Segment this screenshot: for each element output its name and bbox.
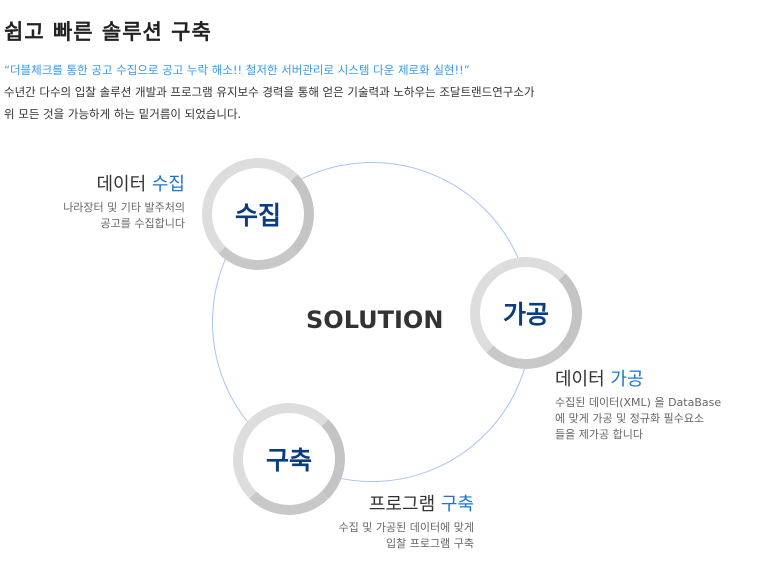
ring-build: 구축 [233, 403, 345, 515]
step-heading: 프로그램 구축 [339, 490, 474, 516]
step-desc: 나라장터 및 기타 발주처의 [63, 201, 185, 214]
heading-text: 데이터 [96, 174, 147, 195]
step-desc: 입찰 프로그램 구축 [386, 537, 474, 550]
step-process: 데이터 가공 수집된 데이터(XML) 을 DataBase 에 맞게 가공 및… [555, 365, 721, 443]
step-desc: 들을 제가공 합니다 [555, 428, 643, 441]
heading-accent: 수집 [151, 174, 185, 195]
step-desc: 수집 및 가공된 데이터에 맞게 [338, 521, 474, 534]
step-heading: 데이터 가공 [555, 365, 721, 391]
step-desc: 에 맞게 가공 및 정규화 필수요소 [555, 412, 705, 425]
step-desc: 공고를 수집합니다 [100, 217, 185, 230]
page-title: 쉽고 빠른 솔루션 구축 [4, 20, 212, 44]
solution-label: SOLUTION [306, 306, 444, 334]
description-line: 수년간 다수의 입찰 솔루션 개발과 프로그램 유지보수 경력을 통해 얻은 기… [4, 85, 535, 99]
step-build: 프로그램 구축 수집 및 가공된 데이터에 맞게 입찰 프로그램 구축 [339, 490, 474, 552]
ring-process: 가공 [470, 257, 582, 369]
description-line: 위 모든 것을 가능하게 하는 밑거름이 되었습니다. [4, 107, 242, 121]
heading-text: 데이터 [555, 369, 605, 390]
step-collect: 데이터 수집 나라장터 및 기타 발주처의 공고를 수집합니다 [63, 170, 185, 232]
ring-collect: 수집 [202, 158, 314, 270]
step-desc: 수집된 데이터(XML) 을 DataBase [555, 396, 722, 409]
slogan: “더블체크를 통한 공고 수집으로 공고 누락 해소!! 철저한 서버관리로 시… [4, 63, 470, 77]
heading-accent: 가공 [610, 369, 644, 390]
heading-accent: 구축 [440, 494, 474, 515]
heading-text: 프로그램 [368, 494, 436, 515]
step-heading: 데이터 수집 [63, 170, 185, 196]
